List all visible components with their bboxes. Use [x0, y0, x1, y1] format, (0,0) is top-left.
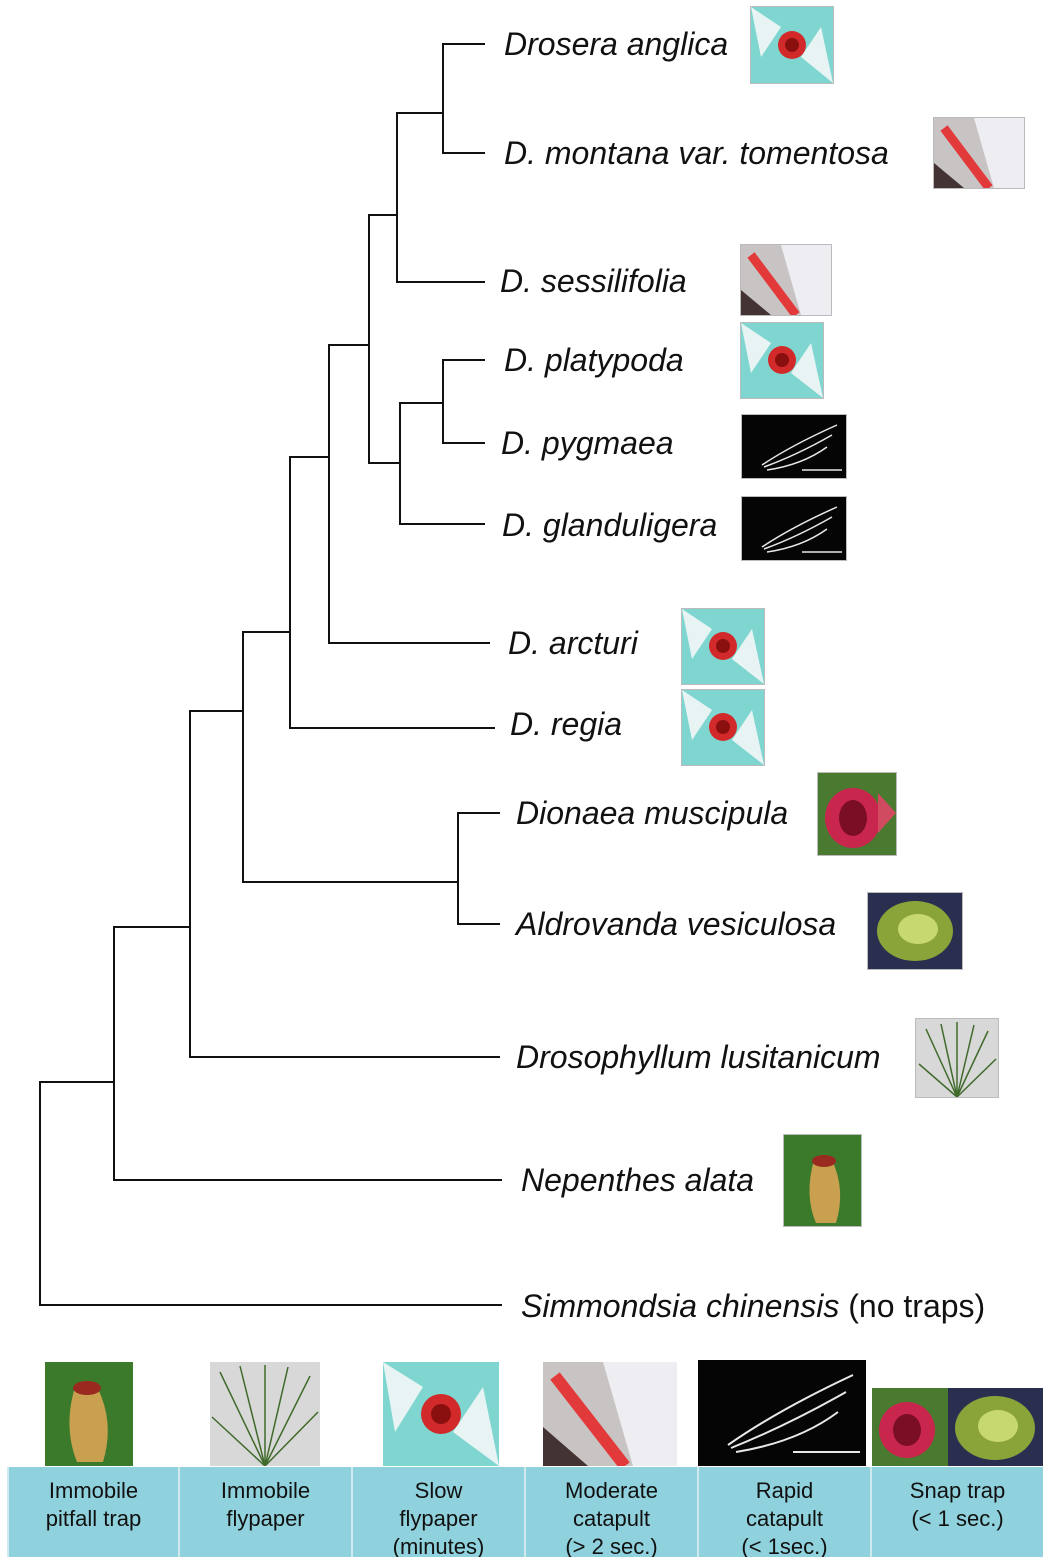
branch-node-regia	[290, 457, 495, 728]
venus-flytrap-photo	[817, 772, 897, 856]
catapult-tentacle-photo	[933, 117, 1025, 189]
species-label: D. platypoda	[504, 344, 684, 376]
species-label: Simmondsia chinensis (no traps)	[521, 1290, 985, 1322]
species-label: D. glanduligera	[502, 509, 717, 541]
branch-node-sessilifolia	[397, 113, 485, 282]
rapid-catapult-photo	[741, 496, 847, 561]
species-label: D. arcturi	[508, 627, 638, 659]
catapult-tentacle-photo	[740, 244, 832, 316]
immobile-flypaper-legend-photo	[210, 1362, 320, 1466]
branch-node-drosophyllum	[190, 711, 500, 1057]
species-label: D. sessilifolia	[500, 265, 687, 297]
species-label: Drosophyllum lusitanicum	[516, 1041, 881, 1073]
branch-anglica-montana	[443, 44, 485, 153]
snap-trap-aldrovanda-legend-photo	[948, 1388, 1043, 1466]
nepenthes-photo	[783, 1134, 862, 1227]
pitfall-legend-photo	[45, 1362, 133, 1466]
drosophyllum-photo	[915, 1018, 999, 1098]
branch-node-snap-drosera	[243, 632, 458, 882]
branch-dionaea-aldrovanda	[458, 813, 500, 924]
drosera-flypaper-photo	[681, 689, 765, 766]
branch-node-nepenthes	[114, 927, 502, 1180]
species-label: D. pygmaea	[501, 427, 674, 459]
drosera-flypaper-photo	[750, 6, 834, 84]
snap-trap-dionaea-legend-photo	[872, 1388, 950, 1466]
rapid-catapult-legend-photo	[698, 1360, 866, 1466]
slow-flypaper-legend-photo	[383, 1362, 499, 1466]
legend-snap-trap: Snap trap(< 1 sec.)	[870, 1467, 1043, 1557]
branch-root	[40, 1082, 502, 1305]
species-label: D. regia	[510, 708, 622, 740]
species-label: Dionaea muscipula	[516, 797, 788, 829]
aldrovanda-photo	[867, 892, 963, 970]
species-label: Aldrovanda vesiculosa	[516, 908, 836, 940]
species-label: Drosera anglica	[504, 28, 728, 60]
species-label: Nepenthes alata	[521, 1164, 754, 1196]
moderate-catapult-legend-photo	[543, 1362, 677, 1466]
branch-node-catapult-group	[369, 215, 400, 463]
rapid-catapult-photo	[741, 414, 847, 479]
drosera-flypaper-photo	[681, 608, 765, 685]
branch-platypoda-pygmaea	[443, 360, 485, 443]
branch-node-arcturi	[329, 345, 490, 643]
species-label: D. montana var. tomentosa	[504, 137, 889, 169]
drosera-flypaper-photo	[740, 322, 824, 399]
